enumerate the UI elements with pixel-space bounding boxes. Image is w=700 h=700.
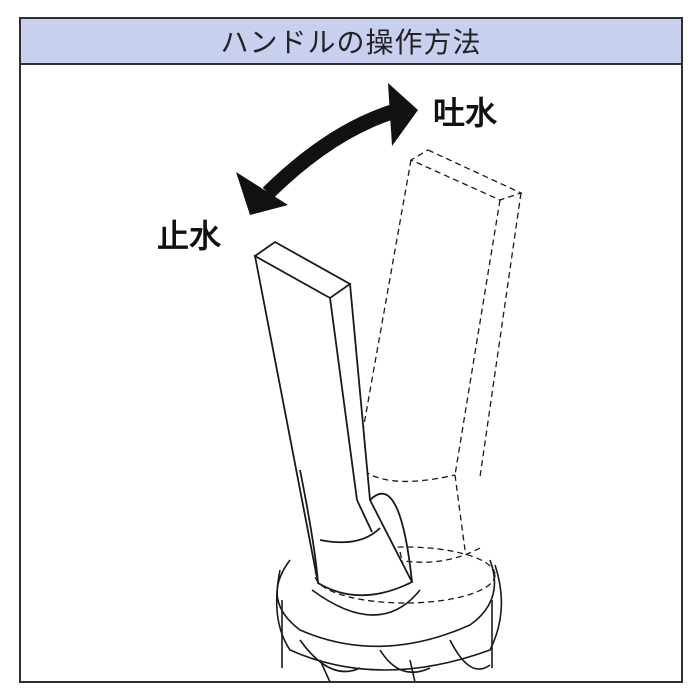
label-water-on: 吐水	[433, 94, 498, 132]
rotation-arrow-icon	[236, 83, 418, 215]
arrow-shaft	[262, 104, 395, 199]
handle-open-outline	[314, 149, 523, 604]
label-water-off: 止水	[157, 217, 222, 255]
arrow-head-left	[236, 172, 288, 215]
header-bar: ハンドルの操作方法	[21, 19, 681, 65]
page-title: ハンドルの操作方法	[220, 26, 482, 59]
handle-closed	[253, 240, 414, 597]
faucet-base	[275, 559, 503, 683]
arrow-head-right	[388, 83, 418, 146]
